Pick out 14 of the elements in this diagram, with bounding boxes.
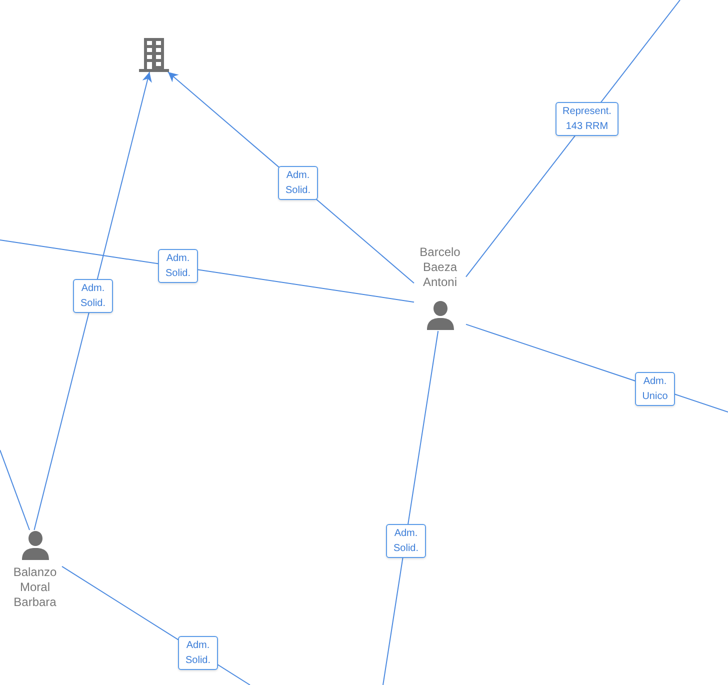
connector-line: [0, 450, 30, 530]
edge-label: Adm. Solid.: [158, 249, 198, 283]
connector-line: [382, 330, 439, 685]
connector-line: [0, 240, 414, 303]
edge-label: Represent. 143 RRM: [556, 102, 618, 136]
person-name: Balanzo Moral Barbara: [12, 565, 58, 610]
edge-label: Adm. Unico: [635, 372, 675, 406]
edge-label: Adm. Solid.: [278, 166, 318, 200]
edge-label: Adm. Solid.: [386, 524, 426, 558]
edge-label: Adm. Solid.: [178, 636, 218, 670]
person-name: Barcelo Baeza Antoni: [418, 245, 462, 290]
arrow: [34, 72, 152, 530]
edge-label: Adm. Solid.: [73, 279, 113, 313]
building-icon: [138, 38, 170, 72]
